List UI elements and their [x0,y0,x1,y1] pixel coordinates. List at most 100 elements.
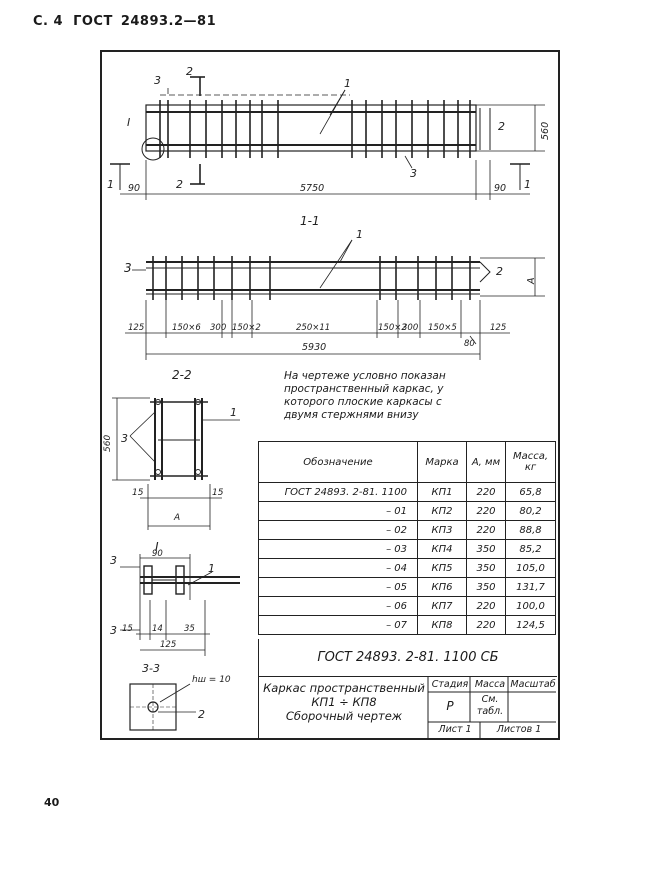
title-line-2: КП1 ÷ КП8 [311,695,377,709]
callout-2-s33: 2 [198,708,205,721]
standard-number: 24893.2—81 [120,14,217,29]
standard-label: ГОСТ [73,14,113,29]
mass-cell: 88,8 [505,520,556,540]
section-1-1-frame [146,256,545,300]
mark-cell: КП5 [417,558,467,578]
designation-cell: – 05 [258,577,418,597]
a-cell: 220 [466,501,506,521]
a-cell: 220 [466,596,506,616]
detail-I-title: I [155,540,159,554]
dim-detail-15: 15 [122,624,133,634]
designation-cell: – 03 [258,539,418,559]
dim-s22-A: A [173,513,180,523]
dim-main-left: 90 [128,183,140,194]
dim-s11-125-right: 125 [490,323,506,333]
dim-main-height: 560 [540,122,551,140]
dim-s11-300-left: 300 [210,323,226,333]
a-cell: 350 [466,539,506,559]
callout-2-s11: 2 [496,265,503,278]
document-title: Каркас пространственный КП1 ÷ КП8 Сбороч… [261,681,427,723]
specification-table: Обозначение Марка А, мм Масса, кг ГОСТ 2… [258,441,556,635]
document-code: ГОСТ 24893. 2-81. 1100 СБ [259,639,557,677]
designation-cell: – 04 [258,558,418,578]
spec-header-row: Обозначение Марка А, мм Масса, кг [258,441,556,483]
main-view-frame [145,100,545,158]
weld-label: hш = 10 [192,675,231,685]
section-2-2-title: 2-2 [172,368,192,382]
section-3-3-drawing [129,683,196,731]
a-cell: 220 [466,615,506,635]
callout-3-s22: 3 [121,432,128,445]
dim-s11-total: 5930 [302,342,326,353]
section-2-2-frame [150,398,208,480]
mark-cell: КП4 [417,539,467,559]
callout-3-main-bottom: 3 [410,167,417,180]
section-mark-2-bottom: 2 [176,178,183,191]
col-designation: Обозначение [258,441,418,483]
col-mass: Масса, кг [505,441,556,483]
dim-main-total: 5750 [300,183,324,194]
dim-s11-300-right: 300 [402,323,418,333]
cut-mark-1-right: 1 [524,178,531,191]
mark-cell: КП7 [417,596,467,616]
mark-cell: КП2 [417,501,467,521]
title-block: ГОСТ 24893. 2-81. 1100 СБ Каркас простра… [258,639,557,738]
dim-s11-150x2-right: 150×2 [378,323,407,333]
dim-detail-35: 35 [184,624,195,634]
dim-s11-125-left: 125 [128,323,144,333]
callout-I-main: I [127,116,130,129]
designation-cell: ГОСТ 24893. 2-81. 1100 [258,482,418,502]
designation-cell: – 07 [258,615,418,635]
mass-value: См. табл. [476,694,504,717]
dim-s11-150x6: 150×6 [172,323,201,333]
stage-value: Р [446,699,454,713]
mass-cell: 124,5 [505,615,556,635]
col-A: А, мм [466,441,506,483]
mass-cell: 65,8 [505,482,556,502]
dim-s11-150x5: 150×5 [428,323,457,333]
dim-s11-150x2-left: 150×2 [232,323,261,333]
mark-cell: КП6 [417,577,467,597]
mark-cell: КП3 [417,520,467,540]
mass-cell: 105,0 [505,558,556,578]
section-3-3-title: 3-3 [142,662,160,675]
dim-detail-14: 14 [152,624,163,634]
stage-label: Стадия [431,679,469,690]
dim-A-s11: A [526,278,537,286]
mark-cell: КП8 [417,615,467,635]
detail-I-circle [141,137,165,161]
dim-s11-80: 80 [464,339,475,349]
detail-I-mark-3-bottom: 3 [110,624,117,637]
dim-s22-15-right: 15 [212,488,224,498]
callout-1-s22: 1 [230,406,237,419]
drawing-note: На чертеже условно показан пространствен… [284,370,446,421]
callout-1-detail: 1 [208,562,215,575]
drawing-sheet-frame [100,50,560,740]
sheet-label: Лист 1 [438,724,472,735]
mass-cell: 85,2 [505,539,556,559]
scale-label: Масштаб [510,679,556,690]
dim-s11-250x11: 250×11 [296,323,330,333]
callout-3-s11: 3 [124,261,132,275]
title-line-3: Сборочный чертеж [285,709,403,723]
callout-1-main: 1 [344,77,351,90]
col-mark: Марка [417,441,467,483]
dim-main-right: 90 [494,183,506,194]
mass-cell: 80,2 [505,501,556,521]
sheets-label: Листов 1 [496,724,542,735]
page-number: 40 [44,796,60,809]
mark-cell: КП1 [417,482,467,502]
a-cell: 220 [466,520,506,540]
title-line-1: Каркас пространственный [263,681,425,695]
a-cell: 220 [466,482,506,502]
callout-1-s11: 1 [356,228,363,241]
